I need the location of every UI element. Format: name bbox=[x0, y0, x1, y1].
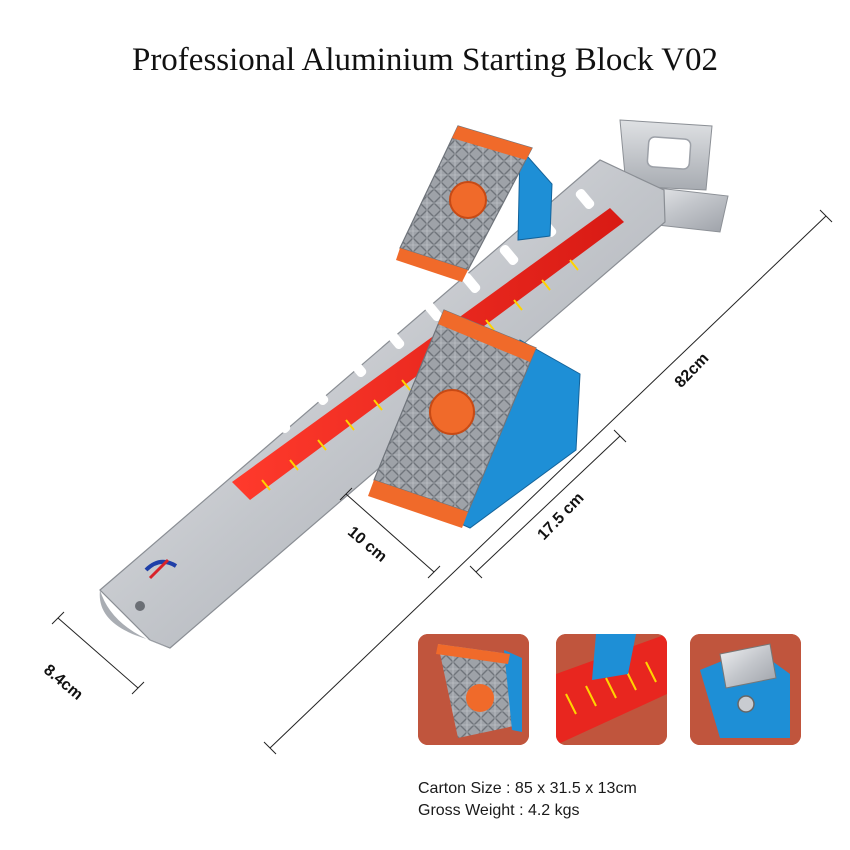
page-title: Professional Aluminium Starting Block V0… bbox=[131, 42, 719, 78]
dimension-lines bbox=[51, 209, 833, 755]
front-pedal bbox=[368, 309, 581, 529]
brand-logo bbox=[135, 558, 178, 611]
rear-pedal bbox=[396, 125, 553, 282]
pedal-closeup-thumbnail bbox=[418, 634, 529, 745]
pedal-width-dimension-line bbox=[345, 493, 435, 573]
carton-size: Carton Size : 85 x 31.5 x 13cm bbox=[418, 780, 637, 797]
product-specs: Carton Size : 85 x 31.5 x 13cm Gross Wei… bbox=[418, 778, 637, 822]
scale-closeup-thumbnail bbox=[556, 634, 667, 745]
aluminium-rail bbox=[99, 159, 666, 649]
rail-width-dimension-line bbox=[57, 617, 139, 689]
bracket-closeup-thumbnail bbox=[690, 634, 801, 745]
length-dimension-line bbox=[269, 215, 827, 749]
pedal-length-dimension-line bbox=[475, 435, 621, 573]
gross-weight: Gross Weight : 4.2 kgs bbox=[418, 802, 580, 819]
